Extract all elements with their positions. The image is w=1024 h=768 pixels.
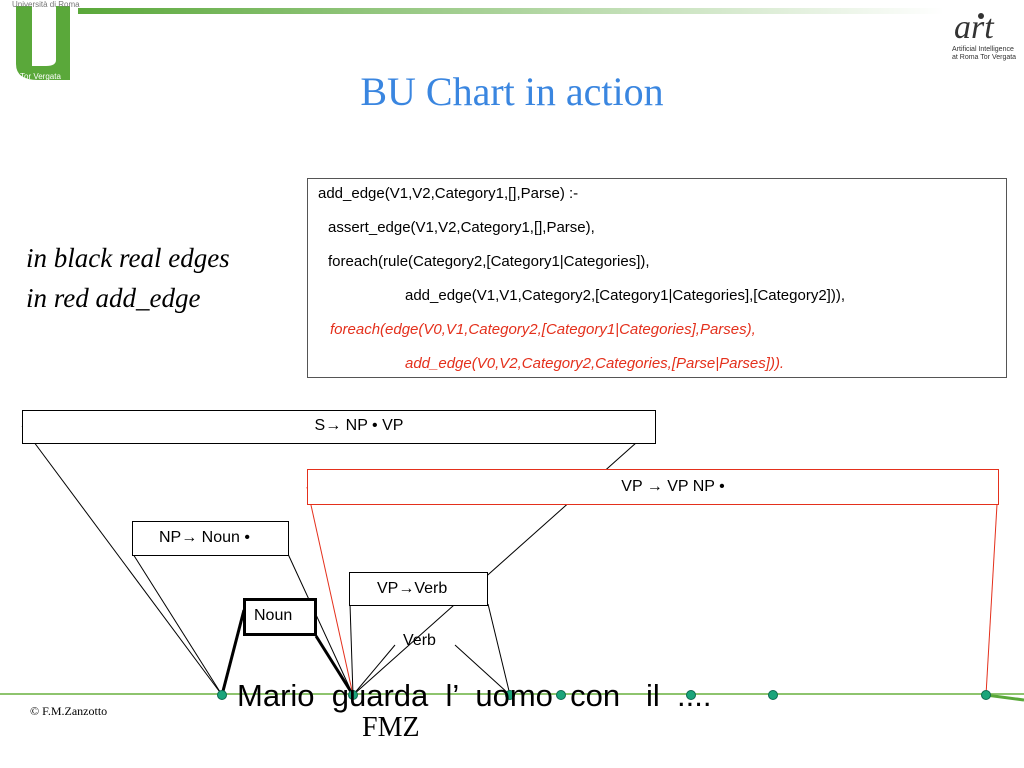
vertex-node xyxy=(768,690,778,700)
s-edge-right xyxy=(352,425,656,696)
logo-text-line2: at Roma Tor Vergata xyxy=(952,54,1017,61)
university-name: Università di Roma xyxy=(12,0,80,9)
vp-np-edge-right xyxy=(985,486,999,696)
code-box: add_edge(V1,V2,Category1,[],Parse) :- as… xyxy=(307,178,1007,378)
vp-verb-edge-right xyxy=(487,603,511,696)
vertex-node xyxy=(505,690,515,700)
sentence: Mario guarda l’ uomo con il .... xyxy=(237,678,711,714)
vertex-node xyxy=(981,690,991,700)
noun-edge-right xyxy=(314,635,355,696)
edge-noun: Noun xyxy=(243,598,317,636)
code-line-1: add_edge(V1,V2,Category1,[],Parse) :- xyxy=(318,185,579,202)
edge-vp-vp-np: VP → VP NP • xyxy=(307,469,999,505)
code-line-5: foreach(edge(V0,V1,Category2,[Category1|… xyxy=(330,321,756,338)
svg-text:art: art xyxy=(954,9,995,46)
vertex-node xyxy=(686,690,696,700)
np-edge-right xyxy=(287,553,354,696)
vertex-node xyxy=(217,690,227,700)
vp-verb-edge-left xyxy=(349,603,354,696)
university-logo: Università di Roma Tor Vergata xyxy=(8,0,80,82)
np-edge-left xyxy=(132,553,223,696)
note-red-edges: in red add_edge xyxy=(26,283,201,313)
legend-note: in black real edges in red add_edge xyxy=(26,238,230,318)
noun-edge-left xyxy=(220,609,246,696)
s-edge-left xyxy=(21,425,223,696)
top-gradient-bar xyxy=(78,8,944,14)
word-uomo: uomo xyxy=(475,678,553,713)
vertex-node xyxy=(556,690,566,700)
baseline-right xyxy=(985,693,1024,702)
code-line-3: foreach(rule(Category2,[Category1|Catego… xyxy=(328,253,650,270)
word-l: l’ xyxy=(445,678,459,713)
copyright: © F.M.Zanzotto xyxy=(30,704,108,718)
code-line-4: add_edge(V1,V1,Category2,[Category1|Cate… xyxy=(405,287,845,304)
campus-name: Tor Vergata xyxy=(20,72,61,81)
word-ellipsis: .... xyxy=(677,678,712,713)
word-il: il xyxy=(645,678,660,713)
note-black-edges: in black real edges xyxy=(26,243,230,273)
edge-vp-verb: VP→Verb xyxy=(349,572,488,606)
word-mario: Mario xyxy=(237,678,315,713)
logo-text-line1: Artificial Intelligence xyxy=(952,46,1014,53)
code-line-2: assert_edge(V1,V2,Category1,[],Parse), xyxy=(328,219,595,236)
vp-np-edge-left xyxy=(306,486,354,696)
code-line-6: add_edge(V0,V2,Category2,Categories,[Par… xyxy=(405,355,785,372)
edge-verb-label: Verb xyxy=(403,632,436,649)
slide-title: BU Chart in action xyxy=(360,69,664,114)
word-guarda: guarda xyxy=(331,678,429,713)
vertex-node xyxy=(348,690,358,700)
verb-edge-right xyxy=(454,644,511,696)
word-con: con xyxy=(570,678,621,713)
footer-mark: FMZ xyxy=(362,712,420,743)
verb-edge-left xyxy=(352,644,396,696)
art-lab-logo: art Artificial Intelligence at Roma Tor … xyxy=(948,6,1020,70)
edge-s-np-vp: S→ NP • VP xyxy=(22,410,656,444)
edge-np-noun: NP→ Noun • xyxy=(132,521,289,556)
